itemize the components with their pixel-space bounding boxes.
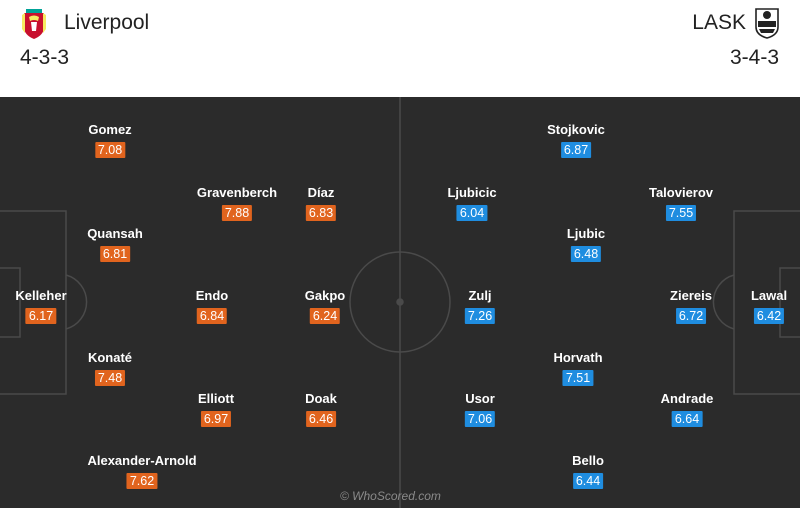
player-zulj[interactable]: Zulj 7.26 xyxy=(464,288,496,325)
match-header: Liverpool 4-3-3 LASK 3-4-3 xyxy=(0,0,800,97)
player-name: Gravenberch xyxy=(196,185,278,200)
player-endo[interactable]: Endo 6.84 xyxy=(195,288,229,325)
liverpool-crest-icon xyxy=(22,9,46,39)
player-name: Talovierov xyxy=(648,185,714,200)
player-rating: 7.88 xyxy=(221,205,253,221)
player-name: Lawal xyxy=(750,288,788,303)
lask-crest-icon xyxy=(755,8,779,39)
player-name: Stojkovic xyxy=(547,122,605,137)
player-name: Ljubic xyxy=(566,226,606,241)
player-doak[interactable]: Doak 6.46 xyxy=(305,391,337,428)
player-name: Gakpo xyxy=(304,288,346,303)
player-rating: 6.87 xyxy=(560,142,592,158)
player-lawal[interactable]: Lawal 6.42 xyxy=(751,288,787,325)
player-stojkovic[interactable]: Stojkovic 6.87 xyxy=(547,122,605,159)
player-rating: 6.44 xyxy=(572,473,604,489)
player-diaz[interactable]: Díaz 6.83 xyxy=(305,185,337,222)
player-elliott[interactable]: Elliott 6.97 xyxy=(198,391,234,428)
player-rating: 6.17 xyxy=(25,308,57,324)
player-rating: 6.24 xyxy=(309,308,341,324)
player-rating: 7.51 xyxy=(562,370,594,386)
player-name: Quansah xyxy=(87,226,143,241)
player-bello[interactable]: Bello 6.44 xyxy=(572,453,604,490)
player-rating: 7.55 xyxy=(665,205,697,221)
player-rating: 7.48 xyxy=(94,370,126,386)
player-name: Endo xyxy=(195,288,229,303)
away-team-name: LASK xyxy=(692,11,746,34)
player-rating: 6.64 xyxy=(671,411,703,427)
player-rating: 6.48 xyxy=(570,246,602,262)
player-name: Ziereis xyxy=(670,288,712,303)
player-name: Zulj xyxy=(468,288,492,303)
player-rating: 7.08 xyxy=(94,142,126,158)
player-name: Usor xyxy=(465,391,495,406)
player-rating: 7.62 xyxy=(126,473,158,489)
player-rating: 6.81 xyxy=(99,246,131,262)
player-gravenberch[interactable]: Gravenberch 7.88 xyxy=(197,185,277,222)
player-name: Díaz xyxy=(307,185,335,200)
player-ljubicic[interactable]: Ljubicic 6.04 xyxy=(447,185,497,222)
player-name: Doak xyxy=(305,391,337,406)
player-name: Horvath xyxy=(553,350,603,365)
player-rating: 6.46 xyxy=(305,411,337,427)
player-name: Ljubicic xyxy=(447,185,497,200)
player-gakpo[interactable]: Gakpo 6.24 xyxy=(305,288,345,325)
player-konate[interactable]: Konaté 7.48 xyxy=(88,350,132,387)
pitch xyxy=(0,97,800,508)
player-rating: 7.26 xyxy=(464,308,496,324)
player-talovierov[interactable]: Talovierov 7.55 xyxy=(649,185,713,222)
player-kelleher[interactable]: Kelleher 6.17 xyxy=(15,288,67,325)
player-name: Bello xyxy=(572,453,604,468)
player-name: Gomez xyxy=(88,122,132,137)
player-rating: 6.72 xyxy=(675,308,707,324)
player-ziereis[interactable]: Ziereis 6.72 xyxy=(670,288,712,325)
player-name: Elliott xyxy=(197,391,235,406)
home-team-name: Liverpool xyxy=(64,11,150,34)
player-usor[interactable]: Usor 7.06 xyxy=(464,391,496,428)
player-rating: 6.83 xyxy=(305,205,337,221)
player-rating: 6.84 xyxy=(196,308,228,324)
player-rating: 6.42 xyxy=(753,308,785,324)
home-formation: 4-3-3 xyxy=(20,46,70,69)
player-horvath[interactable]: Horvath 7.51 xyxy=(553,350,603,387)
away-formation: 3-4-3 xyxy=(729,46,779,69)
player-andrade[interactable]: Andrade 6.64 xyxy=(660,391,714,428)
player-rating: 6.97 xyxy=(200,411,232,427)
pitch-markings xyxy=(0,97,800,508)
player-rating: 7.06 xyxy=(464,411,496,427)
player-rating: 6.04 xyxy=(456,205,488,221)
player-ljubic[interactable]: Ljubic 6.48 xyxy=(567,226,605,263)
player-name: Konaté xyxy=(87,350,133,365)
player-name: Kelleher xyxy=(15,288,67,303)
player-gomez[interactable]: Gomez 7.08 xyxy=(88,122,132,159)
player-quansah[interactable]: Quansah 6.81 xyxy=(87,226,143,263)
watermark: © WhoScored.com xyxy=(340,489,441,503)
player-alexander-arnold[interactable]: Alexander-Arnold 7.62 xyxy=(87,453,197,490)
player-name: Alexander-Arnold xyxy=(87,453,197,468)
player-name: Andrade xyxy=(660,391,714,406)
